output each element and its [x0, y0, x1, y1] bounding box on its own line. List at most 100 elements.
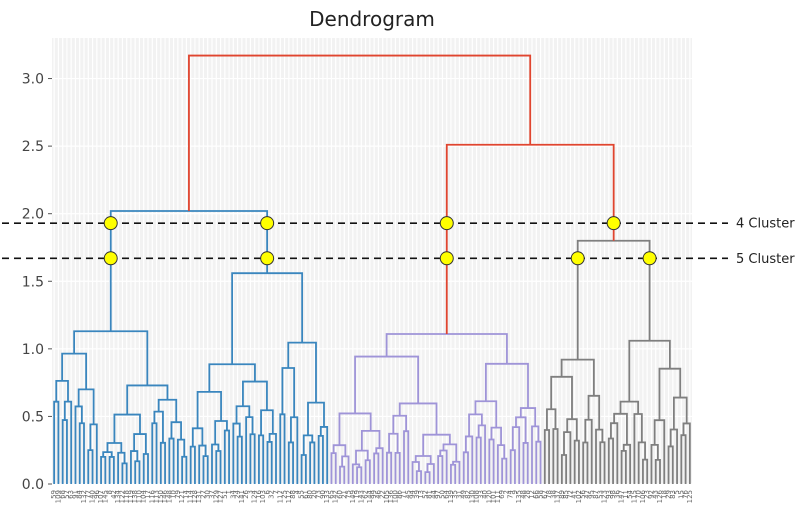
x-tick-label: 102 — [575, 490, 583, 503]
x-tick-label: 123 — [601, 490, 609, 503]
x-tick-label: 145 — [101, 490, 109, 503]
x-tick-label: 43 — [652, 490, 660, 499]
x-tick-label: 112 — [285, 490, 293, 503]
x-tick-label: 10 — [170, 490, 178, 499]
x-tick-label: 39 — [413, 490, 421, 499]
x-tick-label: 130 — [468, 490, 476, 503]
x-tick-label: 98 — [609, 490, 617, 499]
x-tick-label: 84 — [76, 489, 84, 498]
x-tick-label: 88 — [289, 490, 297, 499]
dendrogram-link — [522, 442, 529, 484]
chart-title: Dendrogram — [309, 7, 435, 31]
cluster-marker — [260, 216, 275, 231]
dendrogram-link — [106, 442, 123, 453]
y-axis: 0.00.51.01.52.02.53.0 — [22, 72, 52, 493]
x-tick-label: 32 — [268, 490, 276, 499]
cluster-marker — [570, 251, 585, 266]
dendrogram-link — [208, 363, 256, 392]
dendrogram-link — [117, 451, 126, 484]
y-tick-label: 3.0 — [22, 72, 44, 88]
x-tick-label: 111 — [494, 490, 502, 503]
dendrogram-link — [188, 54, 532, 211]
x-tick-label: 25 — [281, 490, 289, 499]
x-tick-label: 137 — [554, 490, 562, 503]
x-tick-label: 29 — [665, 490, 673, 499]
dendrogram-link — [223, 429, 230, 484]
x-tick-label: 13 — [417, 490, 425, 499]
x-tick-label: 71 — [400, 490, 408, 499]
x-tick-label: 15 — [677, 490, 685, 499]
x-tick-label: 50 — [438, 490, 446, 499]
cluster-marker — [260, 251, 275, 266]
x-tick-label: 136 — [387, 489, 395, 503]
x-tick-label: 33 — [477, 490, 485, 499]
dendrogram-link — [622, 443, 632, 484]
x-tick-label: 94 — [409, 489, 417, 498]
x-tick-label: 76 — [682, 489, 690, 498]
x-tick-label: 60 — [336, 490, 344, 499]
y-tick-label: 1.5 — [22, 274, 44, 290]
dendrogram-link — [496, 444, 506, 484]
x-tick-label: 56 — [579, 489, 587, 498]
x-tick-label: 42 — [110, 490, 118, 499]
x-tick-label: 59 — [50, 490, 58, 499]
x-tick-label: 116 — [148, 489, 156, 503]
dendrogram-link — [235, 405, 251, 424]
x-tick-label: 149 — [349, 490, 357, 503]
x-tick-label: 99 — [370, 490, 378, 499]
dendrogram-link — [658, 367, 682, 421]
x-tick-label: 85 — [562, 490, 570, 499]
dendrogram-link — [654, 458, 661, 484]
cluster-marker — [439, 251, 454, 266]
x-tick-label: 38 — [549, 490, 557, 499]
x-tick-label: 144 — [366, 489, 374, 503]
dendrogram-link — [309, 441, 316, 484]
x-tick-label: 68 — [59, 490, 67, 499]
x-tick-label: 125 — [686, 490, 694, 503]
dendrogram-link — [637, 441, 646, 484]
x-tick-label: 139 — [447, 490, 455, 503]
dendrogram-link — [613, 412, 628, 445]
dendrogram-link — [680, 434, 687, 484]
dendrogram-link — [426, 463, 435, 484]
dendrogram-link — [501, 457, 508, 484]
x-tick-label: 86 — [396, 489, 404, 498]
dendrogram-link — [672, 396, 688, 430]
dendrogram-link — [385, 333, 508, 364]
y-tick-label: 1.0 — [22, 342, 44, 358]
cluster-marker — [103, 251, 118, 266]
x-tick-label: 67 — [541, 490, 549, 499]
x-tick-label: 119 — [127, 490, 135, 503]
x-tick-label: 150 — [157, 490, 165, 503]
dendrogram-link — [74, 405, 83, 484]
x-tick-label: 31 — [455, 490, 463, 499]
dendrogram-link — [424, 471, 431, 484]
x-tick-label: 127 — [217, 490, 225, 503]
dendrogram-link — [55, 379, 69, 402]
x-tick-label: 104 — [140, 489, 148, 503]
x-tick-label: 129 — [212, 490, 220, 503]
x-tick-label: 148 — [165, 490, 173, 503]
x-tick-label: 80 — [306, 490, 314, 499]
x-tick-label: 79 — [174, 490, 182, 499]
dendrogram-link — [462, 451, 469, 484]
x-tick-label: 62 — [362, 490, 370, 499]
x-tick-label: 90 — [319, 490, 327, 499]
x-tick-label: 54 — [626, 489, 634, 498]
x-tick-label: 47 — [583, 490, 591, 499]
x-tick-label: 37 — [208, 490, 216, 499]
dendrogram-link — [375, 447, 384, 484]
x-tick-label: 11 — [622, 490, 630, 499]
y-tick-label: 0.5 — [22, 409, 44, 425]
x-tick-label: 5 — [673, 490, 681, 494]
x-tick-label: 117 — [276, 490, 284, 503]
cluster-marker — [103, 216, 118, 231]
x-tick-label: 134 — [114, 489, 122, 503]
x-tick-label: 9 — [511, 490, 519, 494]
x-tick-label: 2 — [502, 490, 510, 494]
x-tick-label: 96 — [93, 489, 101, 498]
dendrogram-link — [73, 330, 149, 386]
x-tick-label: 40 — [481, 490, 489, 499]
x-tick-label: 14 — [182, 489, 190, 498]
